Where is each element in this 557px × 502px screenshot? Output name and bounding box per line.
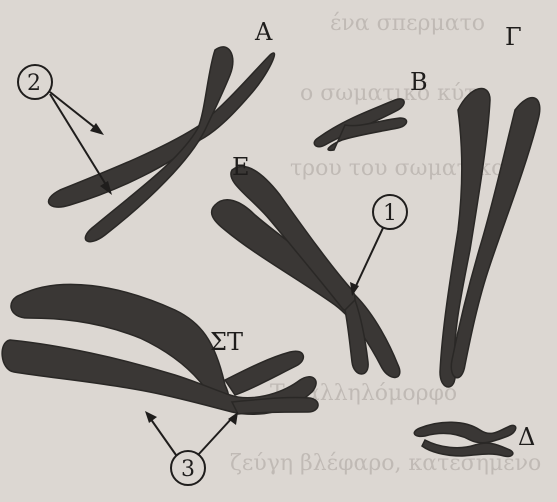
label-delta: Δ — [518, 423, 535, 451]
label-b: B — [410, 68, 428, 96]
label-st: ΣΤ — [210, 328, 243, 356]
label-e: E — [232, 153, 250, 181]
marker-one-number: 1 — [383, 201, 397, 226]
marker-three-number: 3 — [181, 457, 195, 482]
marker-two-number: 2 — [27, 71, 41, 96]
label-a: A — [254, 18, 273, 46]
bleed-line-1: ένα σπερματο — [330, 11, 485, 36]
label-gamma: Γ — [505, 23, 522, 51]
